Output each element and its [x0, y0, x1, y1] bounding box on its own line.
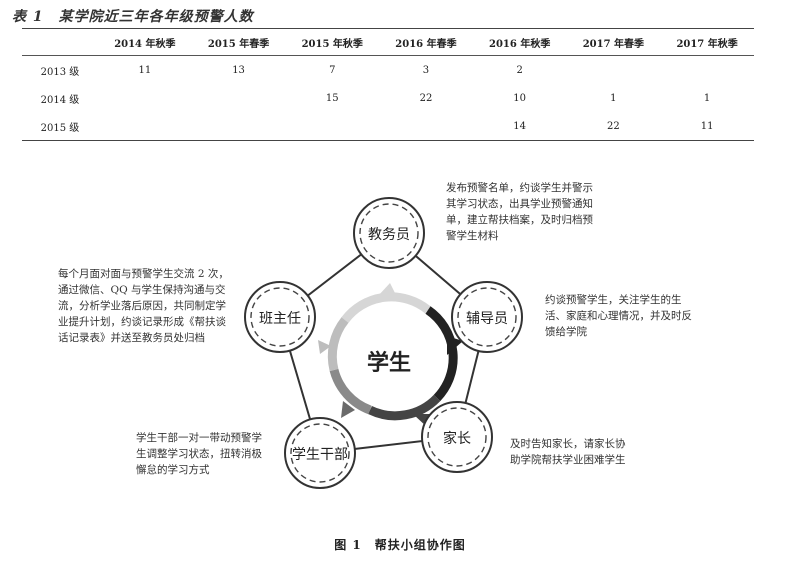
center-student-label: 学生 [366, 351, 411, 376]
ring-arrow-right [447, 336, 463, 355]
ring-arrow-bottom-left [341, 401, 355, 418]
collaboration-diagram [244, 197, 523, 489]
table-cell: 22 [607, 120, 620, 132]
ring-arc-top [341, 292, 431, 323]
table-header-cell: 2017 年秋季 [676, 38, 738, 50]
ring-arc-bottom-right [368, 394, 441, 421]
table-row: 2013 级 11 13 7 3 2 [22, 56, 754, 85]
table-cell [567, 56, 661, 85]
table-cell [192, 84, 286, 112]
annotation-jiazhang: 及时告知家长，请家长协 助学院帮扶学业困难学生 [510, 438, 626, 466]
table-cell [660, 56, 754, 85]
table-header-cell: 2016 年秋季 [489, 38, 551, 50]
table-cell [192, 112, 286, 141]
table-cell: 11 [138, 64, 152, 76]
node-jiazhang-circle [421, 401, 493, 473]
ring-arc-right [425, 306, 458, 402]
node-banzhuren-label: 班主任 [259, 311, 301, 327]
table-cell [98, 112, 192, 141]
table-cell [98, 84, 192, 112]
table-cell: 10 [513, 92, 527, 104]
table-title: 表 1 某学院近三年各年级预警人数 [12, 9, 254, 25]
table-header-cell [22, 29, 98, 56]
table-header-cell: 2016 年春季 [395, 38, 457, 50]
table-header-cell: 2014 年秋季 [114, 38, 176, 50]
table-header-row: 2014 年秋季 2015 年春季 2015 年秋季 2016 年春季 2016… [22, 28, 754, 56]
annotation-fudao: 约谈预警学生，关注学生的生 活、家庭和心理情况，并及时反 馈给学院 [545, 294, 692, 338]
node-fudao-circle [451, 281, 523, 353]
table-cell [379, 112, 473, 141]
node-xuesheng-ganbu-label: 学生干部 [292, 447, 348, 463]
collaboration-figure: 学生 教务员 辅导员 家长 学生干部 班主任 发布预警名单，约谈学生并警示 其学… [0, 170, 800, 520]
table-cell: 13 [232, 64, 245, 76]
table-cell: 15 [325, 92, 339, 104]
annotation-jiaowu: 发布预警名单，约谈学生并警示 其学习状态，出具学业预警通知 单，建立帮扶档案，及… [446, 182, 593, 242]
ring-arrow-top [377, 283, 397, 297]
table-cell: 2014 级 [40, 94, 80, 106]
table-header-cell: 2015 年秋季 [301, 38, 363, 50]
table-cell: 3 [422, 64, 430, 76]
table-cell: 14 [513, 120, 527, 132]
node-banzhuren-circle [244, 281, 316, 353]
table-row: 2015 级 14 22 11 [22, 112, 754, 141]
table-cell: 2 [516, 64, 523, 76]
table-cell [285, 112, 379, 141]
node-xuesheng-ganbu-circle [284, 417, 356, 489]
table-cell: 22 [419, 92, 433, 104]
node-jiaowu-circle [353, 197, 425, 269]
table-cell: 11 [700, 120, 714, 132]
table-header-cell: 2017 年春季 [582, 38, 645, 50]
annotation-banzhuren: 每个月面对面与预警学生交流 2 次， 通过微信、QQ 与学生保持沟通与交 流，分… [58, 268, 229, 344]
table-cell: 1 [703, 92, 711, 104]
node-jiazhang-label: 家长 [443, 431, 471, 447]
table-cell: 2015 级 [40, 122, 80, 134]
table-header-cell: 2015 年春季 [207, 38, 270, 50]
ring-arrow-left [318, 340, 331, 354]
annotation-xuesheng-ganbu: 学生干部一对一带动预警学 生调整学习状态，扭转消极 懈怠的学习方式 [136, 432, 262, 476]
figure-caption: 图 1 帮扶小组协作图 [334, 538, 466, 552]
table-cell: 2013 级 [40, 66, 80, 78]
table-row: 2014 级 15 22 10 1 1 [22, 84, 754, 112]
ring-arc-left [327, 317, 349, 372]
ring-arc-bottom-left [329, 368, 372, 415]
table-cell: 7 [329, 64, 336, 76]
table-cell: 1 [610, 92, 617, 104]
node-jiaowu-label: 教务员 [368, 227, 410, 243]
node-fudao-label: 辅导员 [466, 311, 508, 327]
warning-table: 2014 年秋季 2015 年春季 2015 年秋季 2016 年春季 2016… [22, 28, 754, 141]
